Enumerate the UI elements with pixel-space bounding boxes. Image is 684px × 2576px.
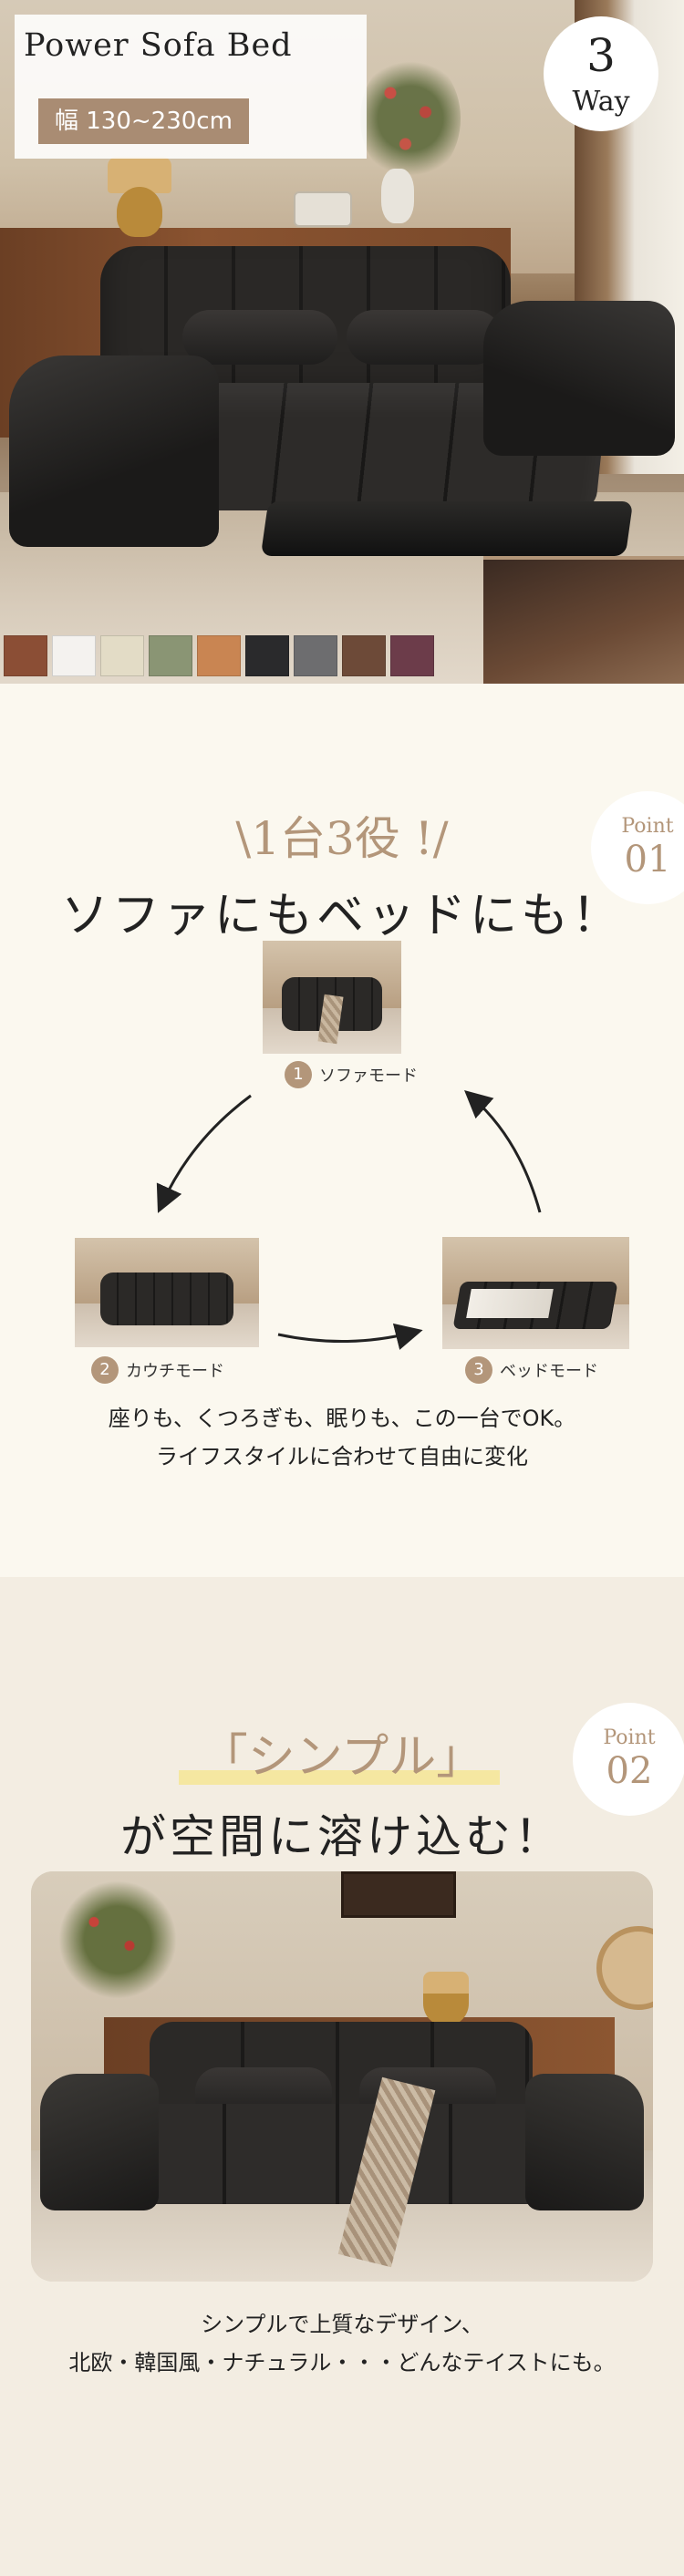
- photo-plant: [58, 1880, 177, 1999]
- color-swatch-2[interactable]: [52, 635, 96, 676]
- mode-number-badge: 3: [465, 1356, 492, 1384]
- color-swatch-1[interactable]: [4, 635, 47, 676]
- mode-label: ベッドモード: [500, 1362, 598, 1381]
- photo-sofa-arm-right: [525, 2074, 644, 2210]
- mode-label: カウチモード: [126, 1362, 224, 1381]
- sofa-pillow-left: [182, 310, 337, 365]
- point-label: Point: [621, 815, 674, 838]
- width-badge: 幅 130~230cm: [38, 98, 249, 144]
- hero-lamp-base: [117, 187, 162, 237]
- mode-number-badge: 2: [91, 1356, 119, 1384]
- section1-desc-line1: 座りも、くつろぎも、眠りも、この一台でOK。: [108, 1406, 576, 1431]
- hero-sofa: [9, 228, 675, 592]
- hero-coffee-table: [483, 556, 684, 684]
- mode-cycle-arrows: [156, 1090, 542, 1350]
- product-title: Power Sofa Bed: [24, 27, 293, 64]
- headline-highlight: [179, 1770, 500, 1785]
- color-swatch-4[interactable]: [149, 635, 192, 676]
- sofa-arm-left: [9, 355, 219, 547]
- photo-sofa: [100, 1273, 233, 1325]
- bed-mode-caption: 3 ベッドモード: [465, 1356, 598, 1384]
- bed-mode-photo: [442, 1237, 629, 1349]
- section2-desc-line1: シンプルで上質なデザイン、: [201, 2312, 483, 2337]
- way-label: Way: [572, 86, 630, 118]
- mode-number-badge: 1: [285, 1061, 312, 1088]
- color-swatch-9[interactable]: [390, 635, 434, 676]
- living-room-photo: [31, 1871, 653, 2282]
- hero-banner: Power Sofa Bed 幅 130~230cm 3 Way: [0, 0, 684, 684]
- way-badge: 3 Way: [544, 16, 658, 131]
- color-swatch-5[interactable]: [197, 635, 241, 676]
- photo-sofa-seat: [113, 2104, 569, 2204]
- hero-vase: [381, 169, 414, 223]
- photo-sofa-arm-left: [40, 2074, 159, 2210]
- hero-plant: [360, 55, 461, 182]
- mode-label: ソファモード: [319, 1066, 418, 1086]
- sofa-arm-right: [483, 301, 675, 456]
- color-swatch-8[interactable]: [342, 635, 386, 676]
- color-swatch-7[interactable]: [294, 635, 337, 676]
- couch-mode-photo: [75, 1238, 259, 1347]
- point-02-badge: Point 02: [573, 1703, 684, 1816]
- photo-lamp: [423, 1972, 469, 2026]
- point-label: Point: [603, 1726, 656, 1749]
- arrow-couch-to-bed: [277, 1323, 423, 1350]
- color-swatch-6[interactable]: [245, 635, 289, 676]
- point-number: 01: [624, 839, 671, 881]
- arrow-bed-to-sofa: [464, 1090, 542, 1213]
- hero-clock: [294, 191, 352, 227]
- sofa-footrest: [260, 501, 634, 556]
- s2-main-headline: が空間に溶け込む！: [120, 1810, 564, 1863]
- headline-main: ソファにもベッドにも！: [60, 889, 623, 943]
- arrow-sofa-to-couch: [156, 1094, 252, 1213]
- color-swatches: [4, 635, 434, 676]
- sofa-mode-photo: [263, 941, 401, 1054]
- point-number: 02: [606, 1750, 653, 1792]
- sofa-pillow-right: [347, 310, 502, 365]
- section2-desc-line2: 北欧・韓国風・ナチュラル・・・どんなテイストにも。: [68, 2350, 616, 2375]
- point-01-badge: Point 01: [591, 791, 684, 904]
- couch-mode-caption: 2 カウチモード: [91, 1356, 224, 1384]
- point-02-section: 「シンプル」 が空間に溶け込む！ Point 02 シンプルで上質なデザイン、 …: [0, 1577, 684, 2576]
- headline-slash: \1台3役 !/: [235, 812, 449, 865]
- way-number: 3: [586, 29, 616, 82]
- sofa-mode-caption: 1 ソファモード: [285, 1061, 418, 1088]
- color-swatch-3[interactable]: [100, 635, 144, 676]
- photo-wall-art: [341, 1871, 456, 1918]
- point-01-section: \1台3役 !/ ソファにもベッドにも！ Point 01 1 ソファモード 2…: [0, 684, 684, 1577]
- s2-headline: 「シンプル」: [200, 1730, 484, 1785]
- section1-desc-line2: ライフスタイルに合わせて自由に変化: [156, 1444, 528, 1469]
